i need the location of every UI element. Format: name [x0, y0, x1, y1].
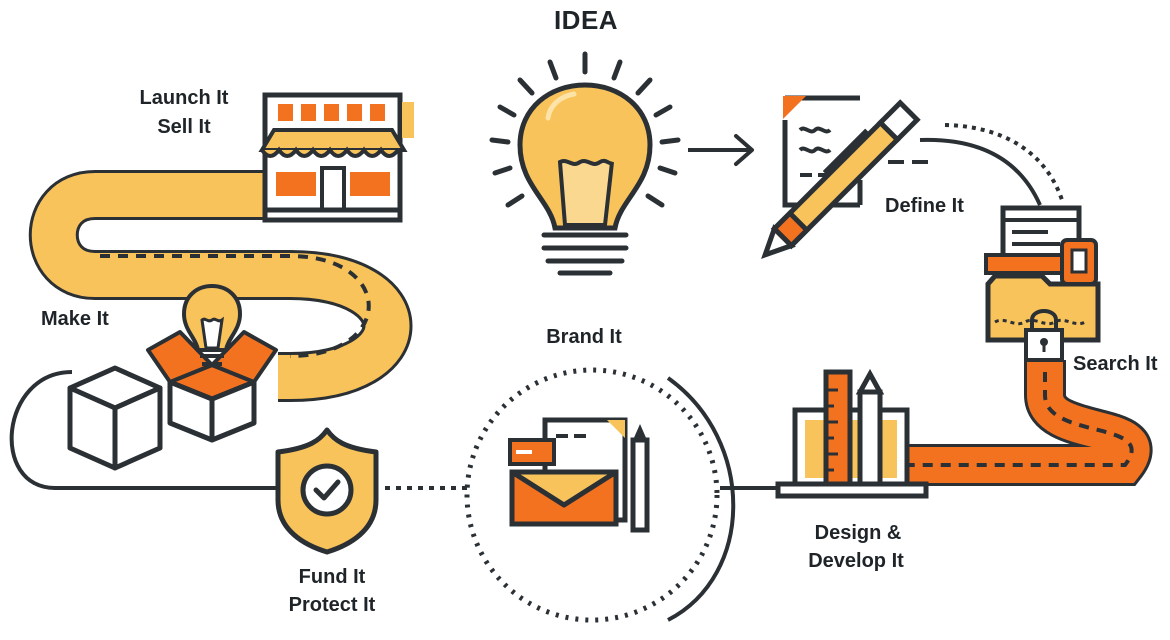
step-fund-label-line2: Protect It	[288, 594, 376, 616]
storefront-icon	[258, 92, 414, 223]
step-fund-label-line1: Fund It	[298, 566, 366, 588]
laptop-ruler-pencil-icon	[775, 368, 929, 499]
boxes-lightbulb-icon	[67, 283, 278, 471]
step-design-label-line1: Design &	[814, 522, 902, 544]
step-launch-label-line2: Sell It	[157, 116, 211, 138]
step-launch-label-line1: Launch It	[139, 87, 229, 109]
connectors	[9, 123, 1064, 622]
step-design-label-line2: Develop It	[808, 550, 904, 572]
yellow-road	[28, 170, 413, 402]
step-make-label: Make It	[41, 308, 109, 330]
folder-key-lock-icon	[984, 205, 1101, 362]
step-brand-label: Brand It	[546, 326, 622, 348]
idea-title: IDEA	[553, 5, 619, 35]
document-pen-icon	[761, 95, 921, 259]
shield-check-icon	[275, 427, 379, 555]
step-search-label: Search It	[1073, 353, 1158, 375]
brand-dotted-circle	[464, 367, 720, 623]
step-define-label: Define It	[885, 195, 964, 217]
orange-road	[905, 360, 1153, 486]
lightbulb-icon	[489, 51, 681, 276]
envelope-pencil-icon	[508, 417, 650, 533]
